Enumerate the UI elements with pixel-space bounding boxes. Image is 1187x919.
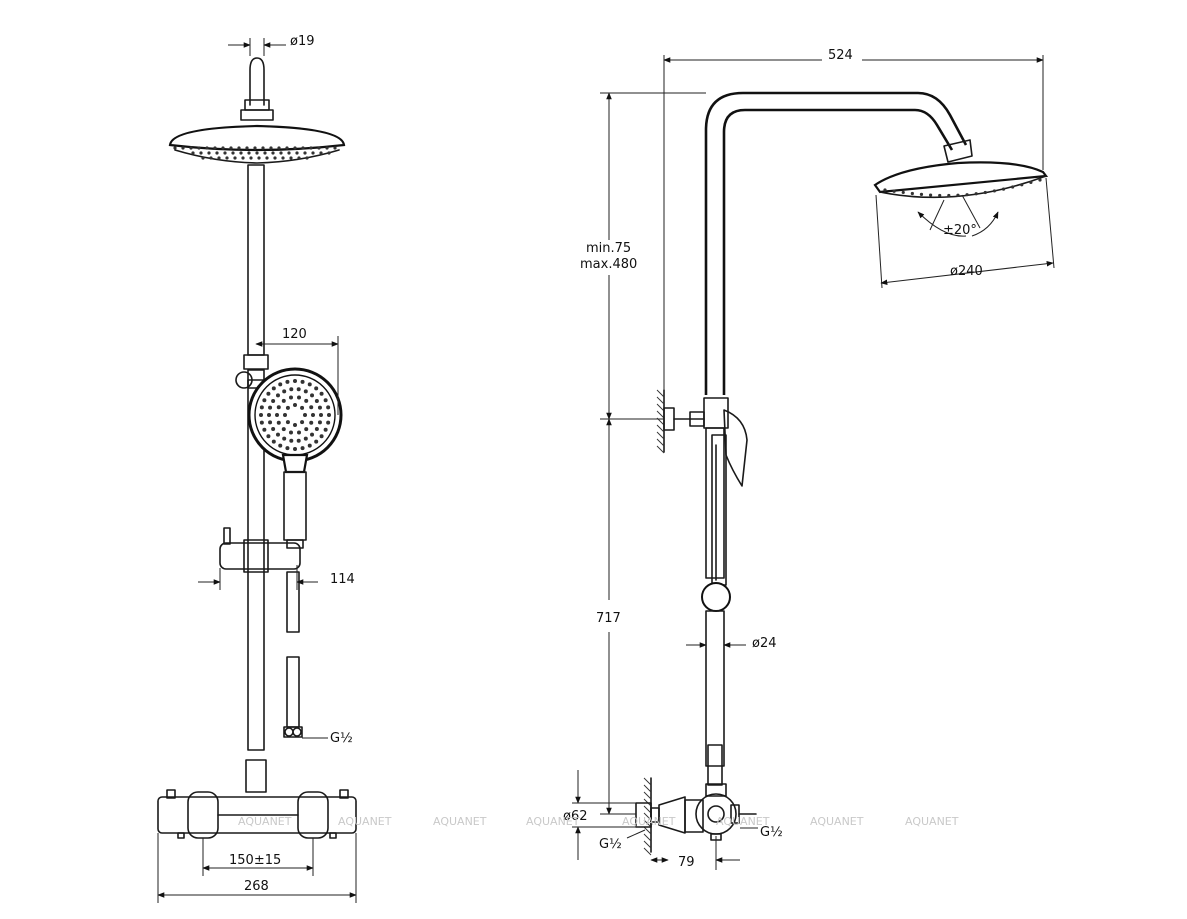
dim-thread-bottom: G½ xyxy=(599,837,622,852)
dim-slider-offset: 114 xyxy=(330,572,355,587)
wall-bracket-top xyxy=(656,389,729,454)
dim-mixer-width: 268 xyxy=(244,879,269,894)
dim-hose-thread: G½ xyxy=(330,731,353,746)
rain-head-front xyxy=(168,124,346,164)
thermostat-mixer-side xyxy=(635,777,757,856)
dim-tilt-angle: ±20° xyxy=(943,223,977,238)
watermark: AQUANET xyxy=(238,815,292,828)
front-view: ø19 120 114 G½ 150±15 268 xyxy=(157,34,357,903)
dim-wall-offset: 79 xyxy=(678,855,695,870)
thermostat-mixer-front xyxy=(157,789,357,839)
dim-arm-length: 524 xyxy=(828,48,853,63)
dim-rail-diameter: ø24 xyxy=(752,636,777,651)
rain-head-side xyxy=(873,161,1049,199)
dim-eccentric-diameter: ø62 xyxy=(563,809,588,824)
dim-height-min: min.75 xyxy=(586,241,631,256)
dim-head-diameter: ø240 xyxy=(950,264,983,279)
watermark-row: AQUANET AQUANET AQUANET AQUANET AQUANET … xyxy=(238,815,959,828)
dim-thread-right: G½ xyxy=(760,825,783,840)
dim-handshower-width: 120 xyxy=(282,327,307,342)
side-view: 524 min.75 max.480 ±20° ø240 ø24 717 ø62 xyxy=(563,46,1055,870)
watermark: AQUANET xyxy=(716,815,770,828)
watermark: AQUANET xyxy=(433,815,487,828)
watermark: AQUANET xyxy=(810,815,864,828)
watermark: AQUANET xyxy=(905,815,959,828)
dim-inlet-spacing: 150±15 xyxy=(229,853,281,868)
watermark: AQUANET xyxy=(338,815,392,828)
watermark: AQUANET xyxy=(622,815,676,828)
dim-column-height: 717 xyxy=(596,611,621,626)
hand-shower-front xyxy=(247,367,343,549)
watermark: AQUANET xyxy=(526,815,580,828)
dim-pipe-diameter: ø19 xyxy=(290,34,315,49)
dim-height-max: max.480 xyxy=(580,257,637,272)
